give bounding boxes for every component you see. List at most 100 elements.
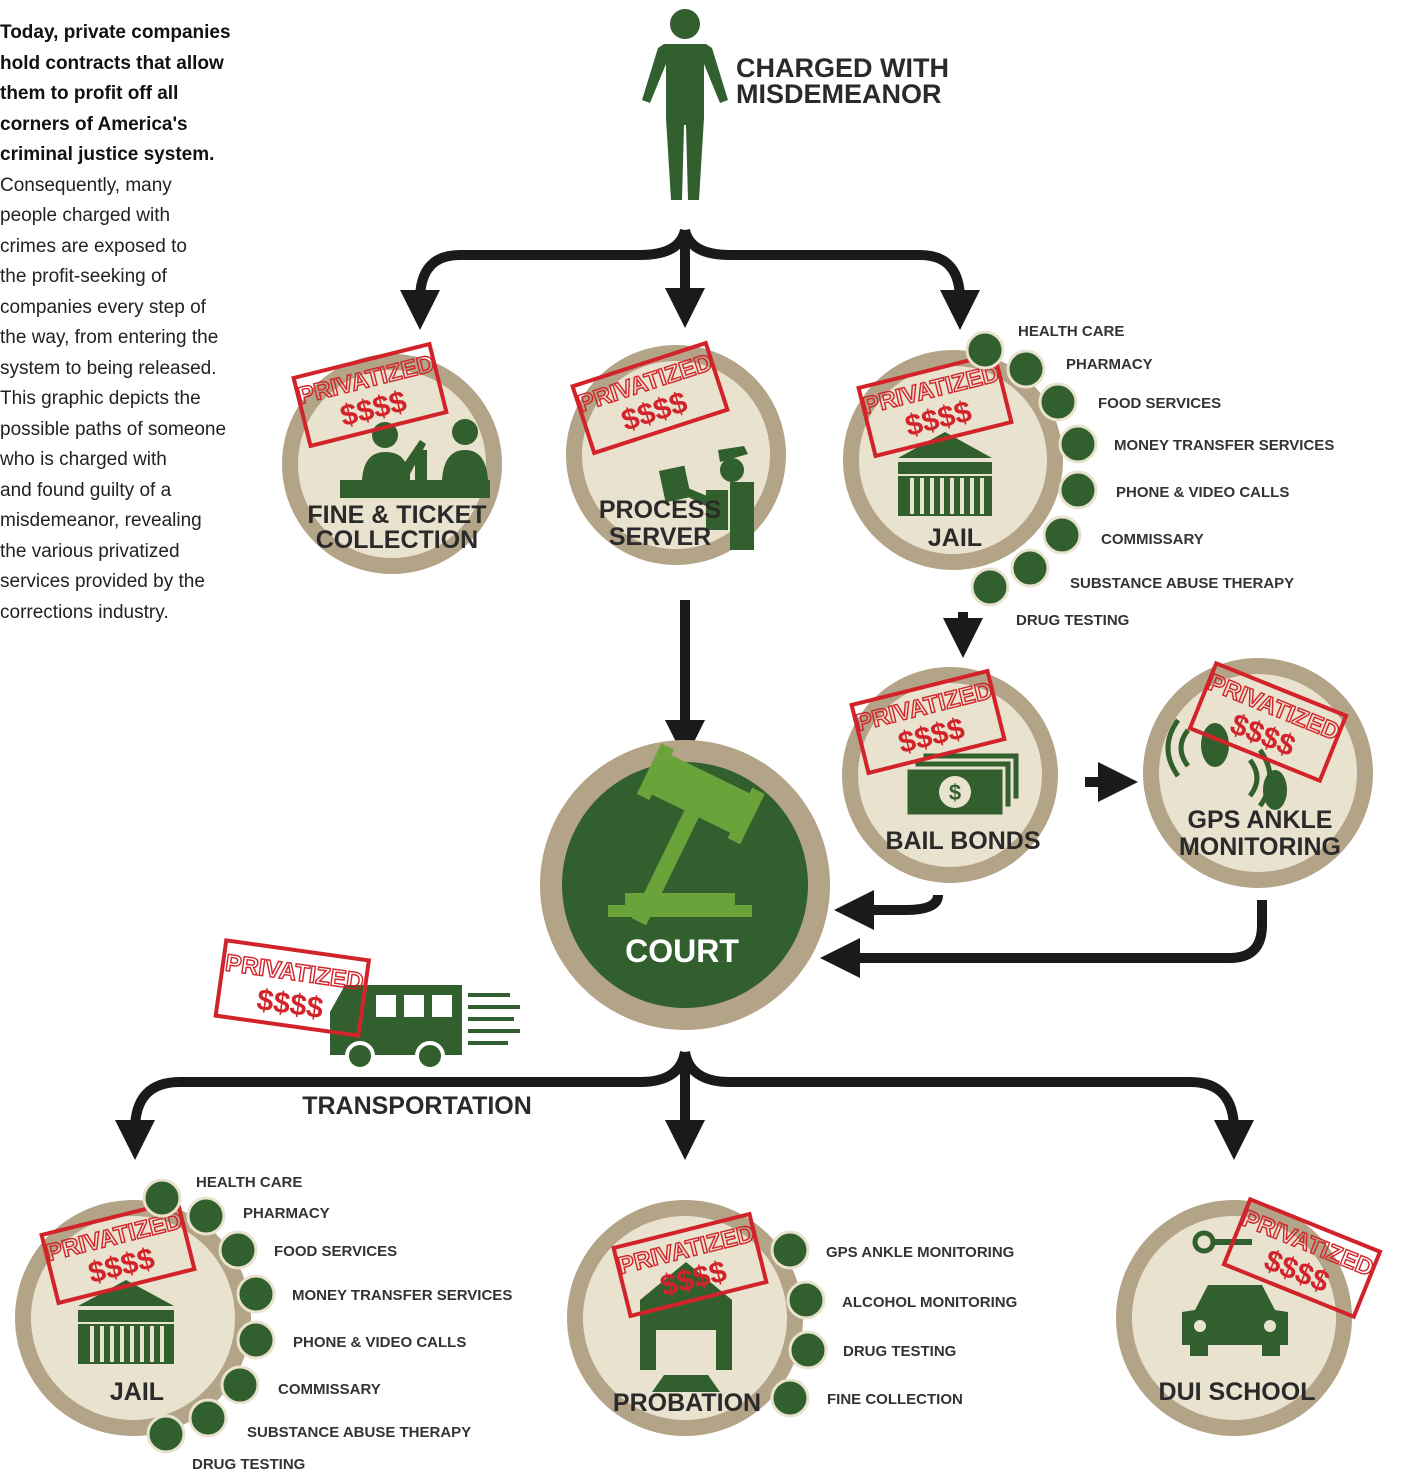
intro-line: crimes are exposed to	[0, 235, 187, 257]
fine-label-2: COLLECTION	[316, 526, 479, 554]
intro-line: who is charged with	[0, 449, 167, 470]
alcohol-monitoring-icon	[786, 1280, 826, 1320]
money-transfer-icon	[236, 1274, 276, 1314]
arrow-to-jail-top	[680, 228, 980, 330]
service-label: SUBSTANCE ABUSE THERAPY	[1070, 575, 1294, 592]
intro-line: the various privatized	[0, 540, 180, 562]
service-label: COMMISSARY	[278, 1381, 381, 1398]
service-label: PHARMACY	[1066, 356, 1153, 373]
court-label: COURT	[625, 933, 739, 969]
transportation-label: TRANSPORTATION	[302, 1092, 532, 1120]
jail-bottom-services	[142, 1178, 276, 1454]
jail-top-label: JAIL	[928, 524, 982, 552]
person-label-2: MISDEMEANOR	[736, 79, 942, 109]
intro-line: the profit-seeking of	[0, 266, 167, 287]
intro-line: them to profit off all	[0, 83, 179, 104]
jail-building-icon	[78, 1280, 174, 1364]
service-label: PHONE & VIDEO CALLS	[1116, 484, 1289, 501]
service-label: MONEY TRANSFER SERVICES	[292, 1287, 512, 1304]
intro-line: and found guilty of a	[0, 479, 172, 501]
jail-building-icon	[898, 432, 992, 516]
service-label: SUBSTANCE ABUSE THERAPY	[247, 1424, 471, 1441]
jail-top-node: JAIL PRIVATIZED $$$$ HEALTH CARE PHARMAC…	[843, 323, 1334, 629]
substance-abuse-icon	[188, 1398, 228, 1438]
intro-lead: Today, private companies hold contracts …	[0, 18, 262, 171]
process-label-1: PROCESS	[599, 496, 721, 524]
process-server-node: PROCESS SERVER PRIVATIZED $$$$	[566, 340, 786, 565]
jail-bottom-node: JAIL PRIVATIZED $$$$ HEALTH CARE PHARMAC…	[15, 1174, 512, 1473]
substance-abuse-icon	[1010, 548, 1050, 588]
jail-top-services	[965, 330, 1098, 607]
service-label: ALCOHOL MONITORING	[842, 1294, 1017, 1311]
process-label-2: SERVER	[609, 523, 711, 551]
drug-testing-icon	[970, 567, 1010, 607]
court-node: COURT	[540, 740, 830, 1030]
dui-school-node: DUI SCHOOL PRIVATIZED $$$$	[1116, 1196, 1383, 1436]
service-label: DRUG TESTING	[843, 1343, 956, 1360]
phone-icon	[1058, 470, 1098, 510]
intro-line: possible paths of someone	[0, 418, 227, 440]
gavel-icon	[608, 743, 765, 926]
process-server-icon	[658, 446, 754, 550]
money-stack-icon: $	[904, 750, 1022, 818]
intro-line: system to being released.	[0, 357, 217, 379]
bail-label: BAIL BONDS	[885, 827, 1040, 855]
intro-line: misdemeanor, revealing	[0, 510, 202, 531]
intro-line: companies every step of	[0, 296, 206, 318]
intro-line: people charged with	[0, 205, 171, 226]
intro-text: Today, private companies hold contracts …	[0, 18, 262, 628]
car-key-icon	[1182, 1230, 1288, 1356]
money-transfer-icon	[1058, 424, 1098, 464]
probation-services	[770, 1230, 828, 1418]
probation-house-icon	[640, 1262, 732, 1392]
stamp-dollars: $$$$	[255, 983, 326, 1025]
pharmacy-icon	[186, 1196, 226, 1236]
health-care-icon	[965, 330, 1005, 370]
intro-line: hold contracts that allow	[0, 52, 224, 74]
commissary-icon	[1042, 515, 1082, 555]
commissary-icon	[220, 1365, 260, 1405]
arrows	[115, 228, 1267, 1160]
service-label: GPS ANKLE MONITORING	[826, 1244, 1014, 1261]
arrow-to-dui	[680, 1050, 1254, 1160]
intro-line: Consequently, many	[0, 174, 172, 196]
intro-line: This graphic depicts the	[0, 388, 201, 409]
arrow-to-jail-bottom	[115, 1050, 690, 1160]
intro-line: the way, from entering the	[0, 327, 219, 348]
service-label: FOOD SERVICES	[274, 1243, 397, 1260]
service-label: FOOD SERVICES	[1098, 395, 1221, 412]
transportation-node: PRIVATIZED $$$$ TRANSPORTATION	[213, 938, 532, 1120]
bail-bonds-node: $ BAIL BONDS PRIVATIZED $$$$	[842, 667, 1058, 883]
fine-label-1: FINE & TICKET	[307, 501, 486, 529]
service-label: FINE COLLECTION	[827, 1391, 963, 1408]
arrow-gps-to-court	[820, 900, 1267, 978]
service-label: PHARMACY	[243, 1205, 330, 1222]
intro-line: corrections industry.	[0, 601, 169, 623]
service-label: MONEY TRANSFER SERVICES	[1114, 437, 1334, 454]
service-label: HEALTH CARE	[196, 1174, 302, 1191]
fine-collection-node: FINE & TICKET COLLECTION PRIVATIZED $$$$	[282, 341, 502, 574]
intro-line: criminal justice system.	[0, 144, 215, 165]
service-label: HEALTH CARE	[1018, 323, 1124, 340]
health-care-icon	[142, 1178, 182, 1218]
intro-line: services provided by the	[0, 571, 205, 592]
jail-bottom-label: JAIL	[110, 1378, 164, 1406]
arrow-bail-to-court	[834, 890, 943, 930]
service-label: COMMISSARY	[1101, 531, 1204, 548]
drug-testing-icon	[146, 1414, 186, 1454]
fine-collection-icon	[770, 1378, 810, 1418]
drug-testing-icon	[788, 1330, 828, 1370]
service-label: DRUG TESTING	[1016, 612, 1129, 629]
person-label-1: CHARGED WITH	[736, 53, 949, 83]
intro-body: Consequently, many people charged with c…	[0, 171, 262, 629]
gps-label-1: GPS ANKLE	[1188, 806, 1333, 834]
gps-label-2: MONITORING	[1179, 833, 1341, 861]
food-services-icon	[218, 1230, 258, 1270]
intro-line: corners of America's	[0, 113, 188, 135]
intro-line: Today, private companies	[0, 22, 231, 43]
dui-label: DUI SCHOOL	[1159, 1378, 1316, 1406]
arrow-to-fine	[400, 228, 690, 330]
probation-label: PROBATION	[613, 1389, 761, 1417]
service-label: PHONE & VIDEO CALLS	[293, 1334, 466, 1351]
